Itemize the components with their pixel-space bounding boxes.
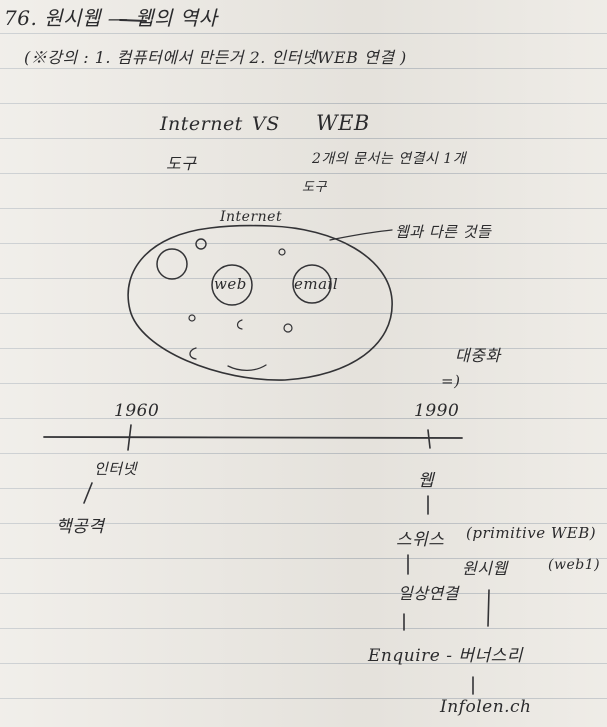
daily-link-item: 일상연결: [398, 584, 459, 603]
year-1990: 1990: [414, 401, 460, 421]
timeline-tick: [127, 424, 132, 451]
small-arc: [227, 364, 267, 372]
internet-item: 인터넷: [94, 460, 137, 478]
year-1960: 1960: [114, 401, 160, 421]
nuclear-attack-note: 핵공격: [56, 517, 105, 537]
timeline-tick: [427, 429, 431, 449]
web1-label: (web1): [548, 557, 601, 573]
primitive-web-korean: 원시웹: [462, 559, 508, 578]
connector: [83, 482, 93, 504]
email-bubble: [292, 264, 332, 304]
internet-ellipse: [127, 224, 393, 381]
title-dash: [119, 19, 147, 22]
timeline-axis: [43, 436, 463, 439]
connector: [487, 589, 490, 627]
internet-subnote: 도구: [166, 154, 197, 173]
web-bubble: [211, 264, 253, 306]
compare-web: WEB: [316, 111, 370, 135]
web-item: 웹: [418, 471, 435, 491]
small-circle: [156, 248, 188, 280]
small-arc: [189, 347, 197, 360]
arrow-symbol: =): [441, 372, 461, 390]
swiss-item: 스위스: [396, 530, 445, 550]
web-subnote: 2개의 문서는 연결시 1개: [312, 151, 467, 167]
small-circle: [188, 314, 196, 322]
primitive-web-label: (primitive WEB): [466, 524, 597, 542]
popular-label: 대중화: [455, 346, 501, 365]
compare-vs: VS: [252, 113, 280, 135]
internet-ellipse-label: Internet: [220, 209, 283, 225]
compare-internet: Internet: [160, 113, 243, 135]
small-arc: [236, 319, 243, 330]
small-circle: [283, 323, 293, 333]
side-note-line: [329, 229, 393, 241]
enquire-item: Enquire - 버너스리: [368, 646, 523, 666]
info-site-item: Infolen.ch: [440, 697, 532, 717]
web-bubble-label: web: [214, 275, 247, 293]
small-circle: [195, 238, 207, 250]
email-bubble-label: email: [294, 275, 339, 293]
web-subnote-2: 도구: [302, 180, 327, 195]
page-title: 76. 원시웹 — 웹의 역사: [4, 6, 218, 30]
small-circle: [278, 248, 286, 256]
lecture-note: (※강의 : 1. 컴퓨터에서 만든거 2. 인터넷WEB 연결 ): [24, 48, 407, 67]
side-note: 웹과 다른 것들: [395, 223, 492, 241]
